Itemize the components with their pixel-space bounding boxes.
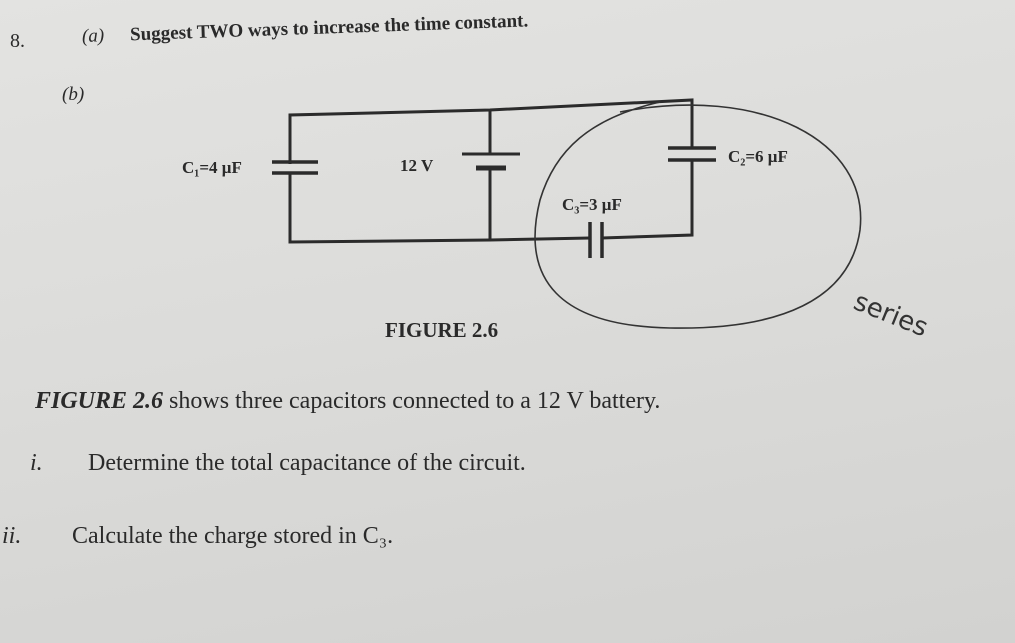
- description-text: shows three capacitors connected to a 12…: [163, 388, 661, 414]
- question-number: 8.: [10, 30, 25, 52]
- hand-drawn-circle: [534, 101, 862, 329]
- handwritten-note: series: [849, 287, 932, 344]
- sub-question-label: i.: [30, 450, 43, 476]
- sub-question-i: i. Determine the total capacitance of the…: [30, 450, 526, 477]
- capacitor-c1: [272, 160, 318, 175]
- sub-question-ii: ii. Calculate the charge stored in C₃.: [2, 523, 393, 550]
- part-b-label: (b): [62, 84, 85, 105]
- c3-label: C₃=3 μF: [562, 195, 622, 214]
- battery-label: 12 V: [400, 156, 434, 175]
- capacitor-c3: [588, 222, 604, 258]
- capacitor-c2: [668, 146, 716, 162]
- battery-symbol: [462, 152, 520, 171]
- figure-description: FIGURE 2.6 shows three capacitors connec…: [35, 388, 660, 415]
- description-bold: FIGURE 2.6: [35, 388, 164, 414]
- figure-caption: FIGURE 2.6: [385, 318, 499, 342]
- c2-label: C₂=6 μF: [728, 147, 788, 166]
- sub-question-label: ii.: [2, 523, 22, 549]
- c1-label: C₁=4 μF: [182, 158, 242, 177]
- sub-question-text: Calculate the charge stored in C₃.: [72, 523, 394, 549]
- circuit-wires: [288, 98, 694, 244]
- sub-question-text: Determine the total capacitance of the c…: [88, 450, 526, 476]
